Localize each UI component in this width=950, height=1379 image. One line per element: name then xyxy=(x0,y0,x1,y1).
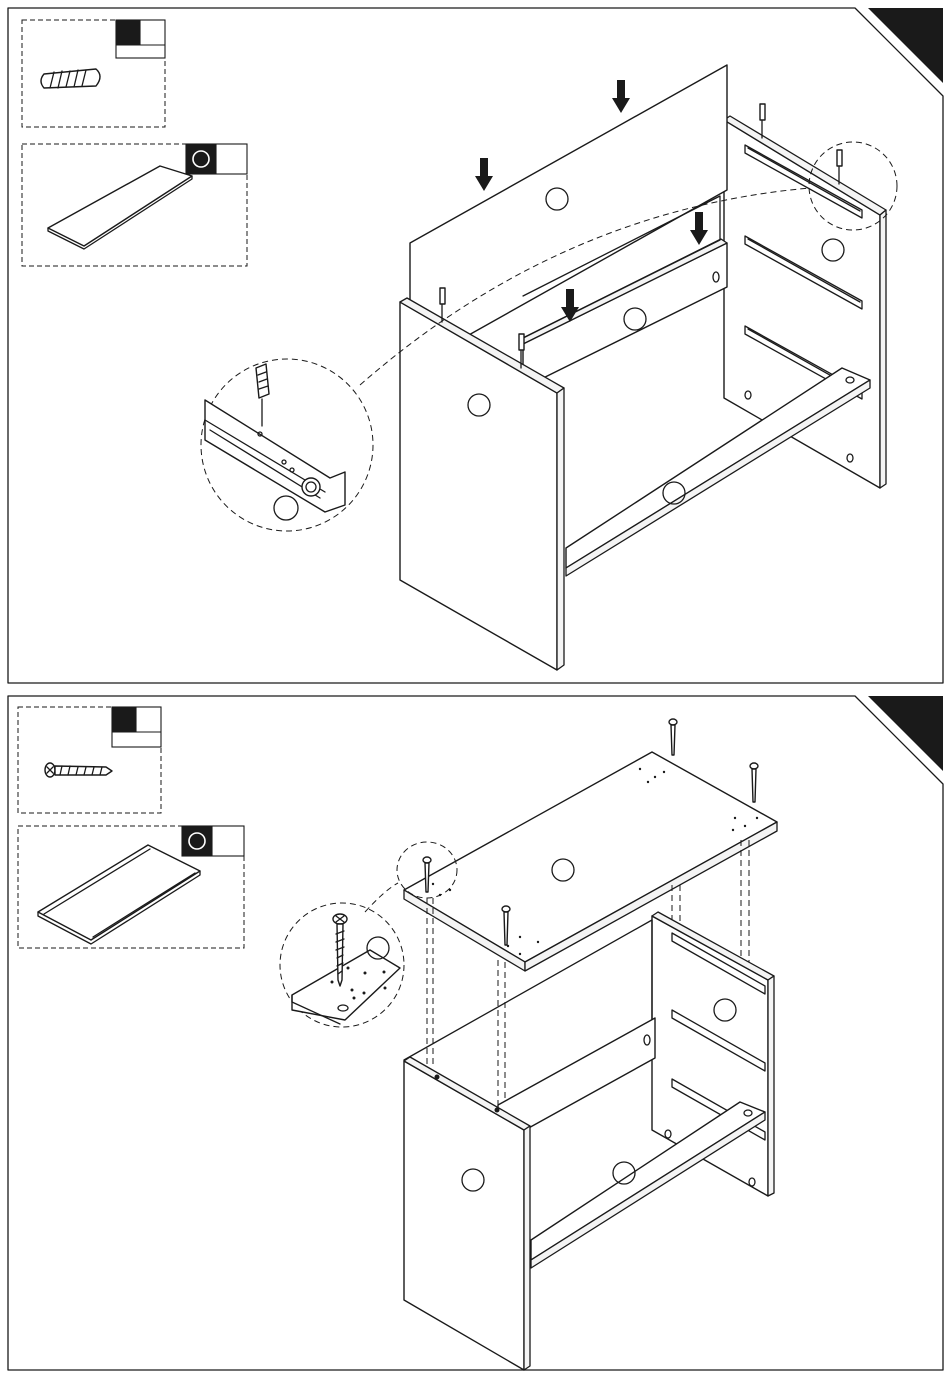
dowel-icon xyxy=(41,69,100,88)
parts-box-back-panel xyxy=(22,144,247,266)
parts-box-screw xyxy=(18,707,161,813)
detail-callout-magnified xyxy=(280,903,404,1027)
screw-icon xyxy=(45,763,112,777)
step-2-panel xyxy=(0,690,950,1379)
step-number-corner xyxy=(868,8,943,83)
bottom-stretcher xyxy=(531,1102,765,1268)
detail-callout-magnified xyxy=(201,359,373,531)
bottom-stretcher xyxy=(566,368,870,576)
parts-box-dowel xyxy=(22,20,165,127)
step-number-corner xyxy=(868,696,943,771)
step-1-diagram xyxy=(0,0,950,690)
step-2-diagram xyxy=(0,690,950,1379)
parts-box-top-panel xyxy=(18,826,244,948)
part-label xyxy=(274,496,298,520)
callout-leader xyxy=(365,883,398,912)
part-code-swatch xyxy=(116,20,140,45)
step-1-panel xyxy=(0,0,950,690)
top-panel-board xyxy=(404,752,777,971)
panel-icon xyxy=(48,166,192,246)
